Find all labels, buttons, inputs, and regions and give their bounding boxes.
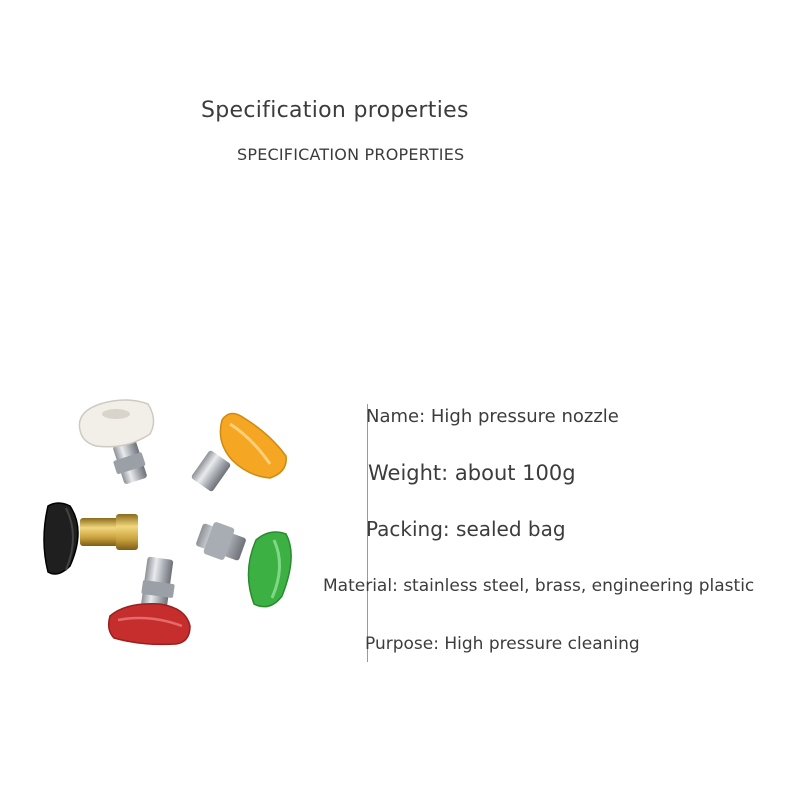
white-nozzle [78, 399, 155, 484]
spec-name: Name: High pressure nozzle [366, 406, 619, 427]
spec-weight: Weight: about 100g [368, 461, 576, 485]
spec-purpose: Purpose: High pressure cleaning [365, 634, 640, 654]
page-subtitle: SPECIFICATION PROPERTIES [237, 145, 465, 164]
spec-packing: Packing: sealed bag [366, 517, 566, 541]
product-image [30, 390, 310, 660]
orange-nozzle [191, 412, 287, 492]
spec-divider [367, 404, 368, 662]
spec-material: Material: stainless steel, brass, engine… [323, 576, 755, 596]
green-nozzle [196, 522, 292, 608]
page-title: Specification properties [201, 98, 469, 123]
red-nozzle [107, 556, 191, 646]
black-nozzle [43, 502, 138, 575]
